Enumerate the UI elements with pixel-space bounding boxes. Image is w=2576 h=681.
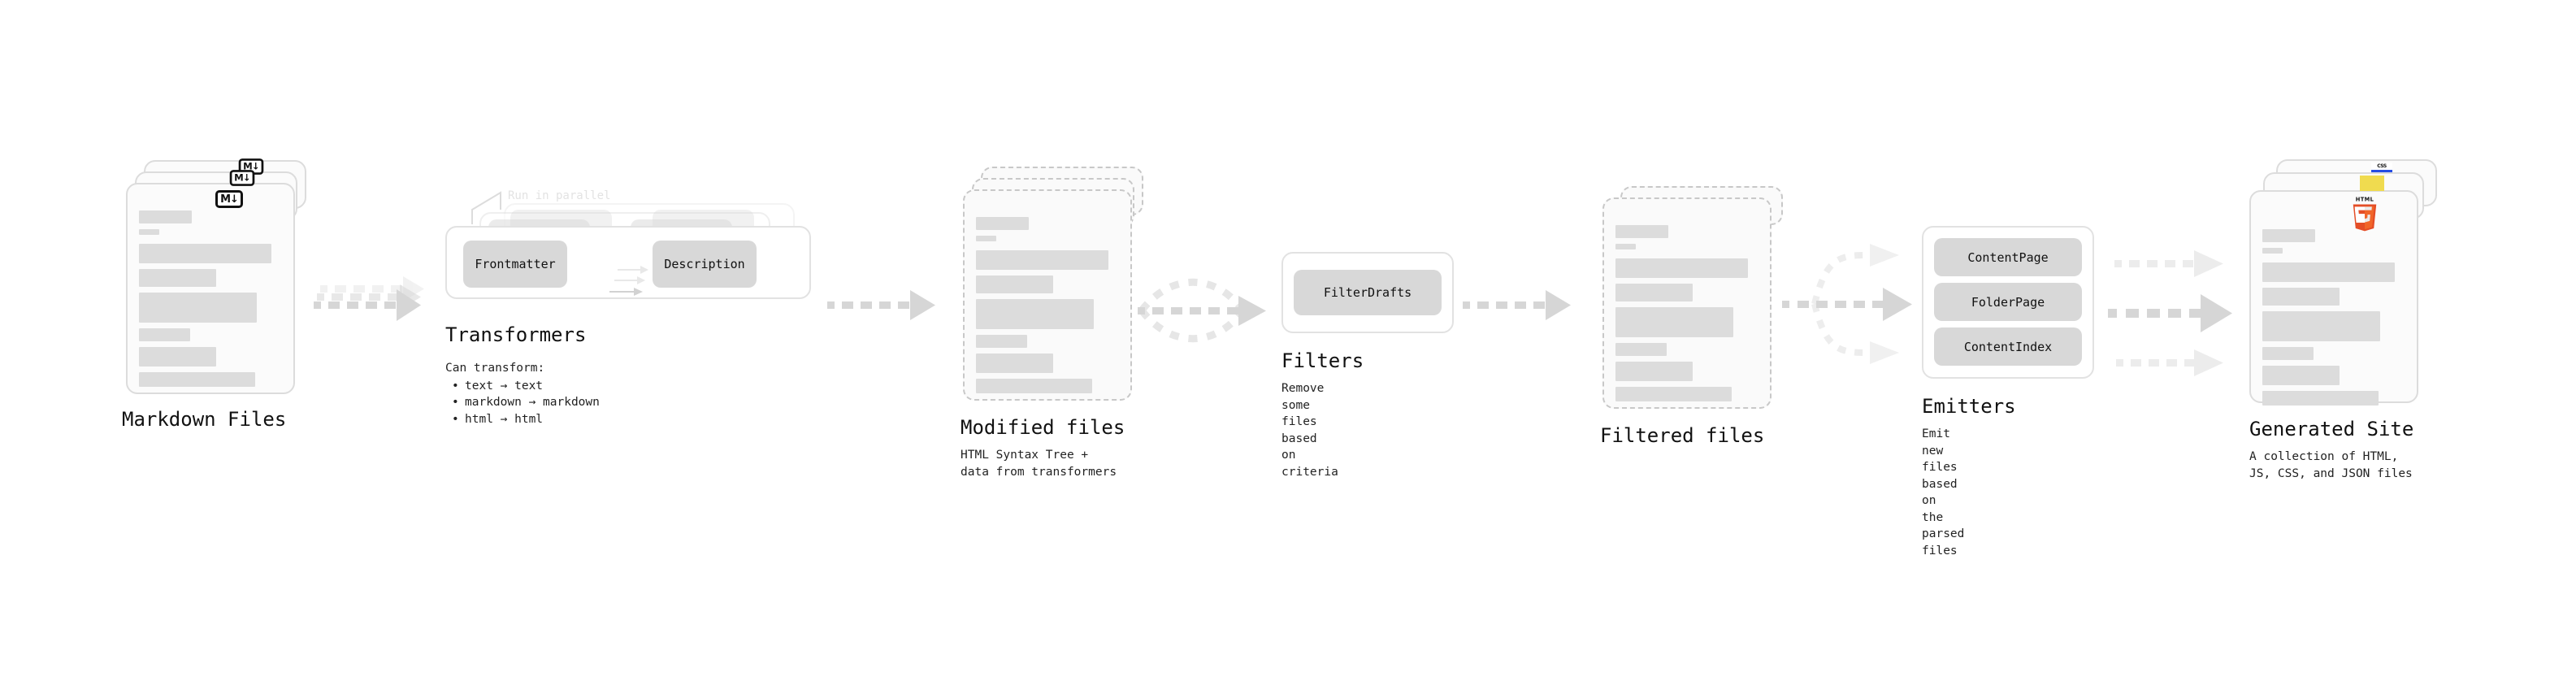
arrow-markdown-to-transformers [307, 268, 429, 358]
stage-title-generated-site: Generated Site [2249, 418, 2414, 440]
filter-pill-filterdrafts[interactable]: FilterDrafts [1294, 270, 1442, 315]
transformers-bullet-1: markdown → markdown [445, 394, 600, 411]
stage-filtered-files: Filtered files [1600, 175, 1789, 447]
emitter-pill-contentpage[interactable]: ContentPage [1934, 238, 2082, 276]
site-sheet-content [2249, 190, 2418, 406]
arrow-transformers-to-modified [827, 284, 949, 341]
css-icon: CSS [2371, 163, 2392, 172]
markdown-file-stack: M↓ M↓ M↓ [126, 158, 313, 397]
stage-generated-site: CSS HTML Generated Site A collection of … [2249, 159, 2444, 480]
transformers-description-head: Can transform: [445, 362, 545, 375]
transformers-bullet-2: html → html [445, 411, 600, 428]
emitters-description: Emit new files based on the parsed files [1922, 427, 1965, 558]
transformer-inner-arrows [609, 266, 648, 296]
markdown-icon-middle: M↓ [229, 170, 255, 186]
arrow-modified-to-filters [1138, 260, 1288, 366]
stage-title-filtered-files: Filtered files [1600, 424, 1765, 447]
markdown-icon: M↓ [215, 190, 243, 208]
transformers-bullet-0: text → text [445, 378, 600, 395]
arrow-emitters-to-site [2105, 229, 2259, 392]
modified-files-description: HTML Syntax Tree + data from transformer… [961, 449, 1117, 479]
stage-title-modified-files: Modified files [961, 416, 1125, 439]
markdown-sheet-content [126, 183, 295, 394]
emitter-pill-contentindex[interactable]: ContentIndex [1934, 327, 2082, 366]
stage-title-filters: Filters [1281, 349, 1364, 372]
javascript-icon [2360, 176, 2384, 191]
run-in-parallel-bracket [471, 191, 501, 224]
emitter-pill-folderpage[interactable]: FolderPage [1934, 283, 2082, 321]
generated-site-stack: CSS HTML [2249, 159, 2444, 406]
filtered-file-stack [1602, 175, 1789, 412]
html5-icon: HTML [2349, 195, 2380, 232]
stage-title-transformers: Transformers [445, 323, 587, 346]
run-in-parallel-label: Run in parallel [508, 189, 611, 202]
filters-description: Remove some files based on criteria [1281, 382, 1338, 479]
stage-title-emitters: Emitters [1922, 395, 2016, 418]
arrow-filters-to-filtered [1463, 284, 1589, 341]
svg-text:HTML: HTML [2356, 197, 2374, 203]
stage-modified-files: Modified files HTML Syntax Tree + data f… [961, 167, 1150, 479]
transformer-pill-description[interactable]: Description [653, 241, 757, 288]
modified-sheet-content [963, 189, 1132, 401]
transformer-pill-frontmatter[interactable]: Frontmatter [463, 241, 567, 288]
generated-site-description: A collection of HTML, JS, CSS, and JSON … [2249, 450, 2413, 480]
transformers-description: Can transform: text → text markdown → ma… [445, 360, 600, 427]
filtered-sheet-content [1602, 197, 1772, 409]
modified-file-stack [963, 167, 1150, 404]
stage-markdown-files: M↓ M↓ M↓ Markdown Files [122, 158, 313, 431]
arrow-filtered-to-emitters [1776, 221, 1930, 384]
stage-title-markdown-files: Markdown Files [122, 408, 287, 431]
